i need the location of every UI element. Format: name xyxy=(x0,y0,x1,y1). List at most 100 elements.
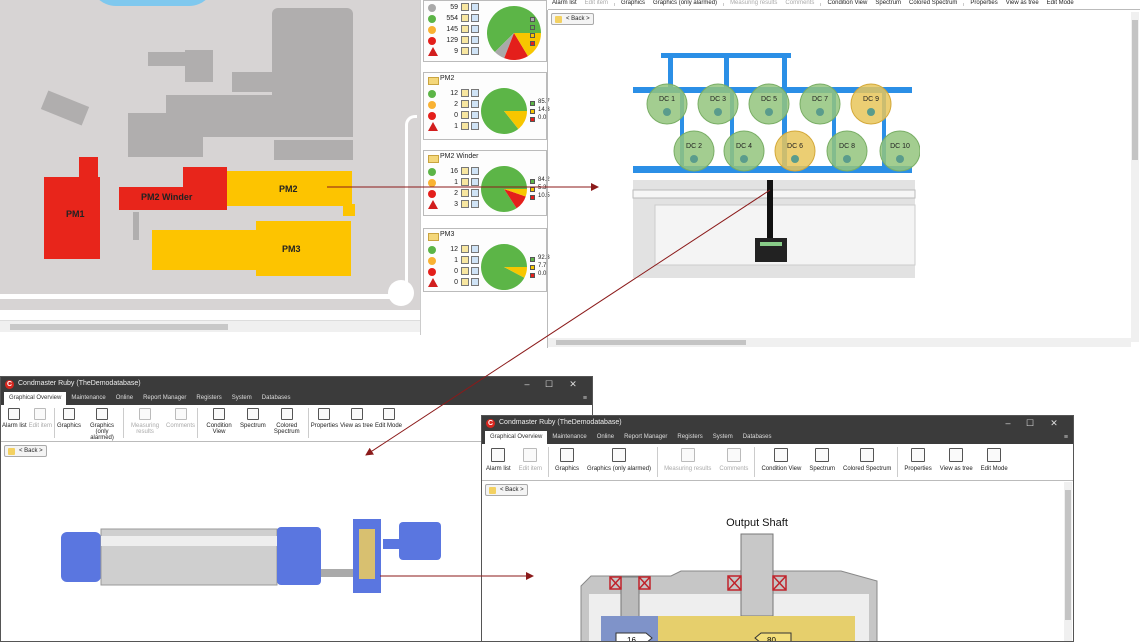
dryer-cylinder[interactable]: DC 7 xyxy=(799,83,841,125)
tab-registers[interactable]: Registers xyxy=(196,395,222,401)
trend-chart-icon[interactable] xyxy=(461,111,469,119)
ribbon-button-edit-item[interactable]: Edit item xyxy=(581,0,612,9)
dryer-cylinder[interactable]: DC 6 xyxy=(774,130,816,172)
ribbon-button-edit-mode[interactable]: Edit Mode xyxy=(374,405,403,441)
tab-system[interactable]: System xyxy=(231,395,252,401)
area-pm2[interactable]: PM2 xyxy=(227,171,352,206)
ribbon-button-alarm-list[interactable]: Alarm list xyxy=(1,405,28,441)
ribbon-button-spectrum[interactable]: Spectrum xyxy=(805,444,839,480)
map-horizontal-scrollbar[interactable] xyxy=(0,320,420,332)
ribbon-button-properties[interactable]: Properties xyxy=(966,0,1001,9)
tab-databases[interactable]: Databases xyxy=(261,395,291,401)
download-icon[interactable] xyxy=(471,167,479,175)
download-icon[interactable] xyxy=(471,122,479,130)
tab-report-manager[interactable]: Report Manager xyxy=(143,395,187,401)
trend-chart-icon[interactable] xyxy=(461,167,469,175)
ribbon-button-graphics-only-alarmed[interactable]: Graphics (only alarmed) xyxy=(649,0,721,9)
ribbon-button-condition-view[interactable]: Condition View xyxy=(757,444,805,480)
ribbon-button-properties[interactable]: Properties xyxy=(900,444,935,480)
ribbon-button-colored-spectrum[interactable]: Colored Spectrum xyxy=(267,405,307,441)
trend-chart-icon[interactable] xyxy=(461,3,469,11)
area-pm3[interactable]: PM3 xyxy=(152,230,351,270)
back-button[interactable]: < Back > xyxy=(551,13,594,25)
ribbon-button-view-as-tree[interactable]: View as tree xyxy=(936,444,977,480)
dryer-cylinder[interactable]: DC 5 xyxy=(748,83,790,125)
hamburger-menu-icon[interactable]: ≡ xyxy=(582,395,587,402)
ribbon-button-spectrum[interactable]: Spectrum xyxy=(871,0,905,9)
download-icon[interactable] xyxy=(471,36,479,44)
scroll-thumb[interactable] xyxy=(10,324,228,330)
maximize-button[interactable]: ☐ xyxy=(1025,418,1035,428)
dryer-cylinder[interactable]: DC 8 xyxy=(826,130,868,172)
trend-chart-icon[interactable] xyxy=(461,36,469,44)
minimize-button[interactable]: – xyxy=(1005,418,1011,428)
ribbon-button-graphics[interactable]: Graphics xyxy=(617,0,649,9)
close-button[interactable]: ✕ xyxy=(569,379,577,389)
ribbon-button-alarm-list[interactable]: Alarm list xyxy=(482,444,515,480)
tab-databases[interactable]: Databases xyxy=(742,434,772,440)
vertical-scrollbar[interactable] xyxy=(1064,482,1072,641)
ribbon-button-measuring-results[interactable]: Measuring results xyxy=(125,405,165,441)
ribbon-button-colored-spectrum[interactable]: Colored Spectrum xyxy=(839,444,895,480)
ribbon-button-edit-mode[interactable]: Edit Mode xyxy=(1043,0,1078,9)
download-icon[interactable] xyxy=(471,111,479,119)
ribbon-button-spectrum[interactable]: Spectrum xyxy=(239,405,267,441)
download-icon[interactable] xyxy=(471,100,479,108)
back-button[interactable]: < Back > xyxy=(4,445,47,457)
ribbon-button-edit-mode[interactable]: Edit Mode xyxy=(977,444,1012,480)
status-row-green[interactable]: 16 xyxy=(428,167,479,177)
tab-system[interactable]: System xyxy=(712,434,733,440)
hamburger-menu-icon[interactable]: ≡ xyxy=(1063,434,1068,441)
status-row-green[interactable]: 554 xyxy=(428,14,479,24)
ribbon-button-edit-item[interactable]: Edit item xyxy=(28,405,53,441)
trend-chart-icon[interactable] xyxy=(461,100,469,108)
ribbon-button-graphics[interactable]: Graphics xyxy=(56,405,82,441)
trend-chart-icon[interactable] xyxy=(461,14,469,22)
download-icon[interactable] xyxy=(471,3,479,11)
tab-report-manager[interactable]: Report Manager xyxy=(624,434,668,440)
close-button[interactable]: ✕ xyxy=(1050,418,1058,428)
download-icon[interactable] xyxy=(471,25,479,33)
dryer-cylinder[interactable]: DC 10 xyxy=(879,130,920,172)
status-row-red[interactable]: 0 xyxy=(428,111,479,121)
dryer-cylinder[interactable]: DC 4 xyxy=(723,130,765,172)
ribbon-button-comments[interactable]: Comments xyxy=(165,405,196,441)
download-icon[interactable] xyxy=(471,89,479,97)
tab-registers[interactable]: Registers xyxy=(677,434,703,440)
status-row-red[interactable]: 129 xyxy=(428,36,479,46)
ribbon-button-view-as-tree[interactable]: View as tree xyxy=(339,405,374,441)
tab-maintenance[interactable]: Maintenance xyxy=(71,395,106,401)
trend-chart-icon[interactable] xyxy=(461,122,469,130)
status-row-alarm[interactable]: 9 xyxy=(428,47,479,57)
tab-online[interactable]: Online xyxy=(115,395,134,401)
tab-graphical-overview[interactable]: Graphical Overview xyxy=(4,392,67,405)
area-pm1[interactable]: PM1 xyxy=(44,177,100,259)
dryer-cylinder[interactable]: DC 9 xyxy=(850,83,892,125)
trend-chart-icon[interactable] xyxy=(461,89,469,97)
ribbon-button-condition-view[interactable]: Condition View xyxy=(199,405,239,441)
trend-chart-icon[interactable] xyxy=(461,178,469,186)
tab-graphical-overview[interactable]: Graphical Overview xyxy=(485,431,548,444)
ribbon-button-view-as-tree[interactable]: View as tree xyxy=(1002,0,1043,9)
back-button[interactable]: < Back > xyxy=(485,484,528,496)
ribbon-button-measuring-results[interactable]: Measuring results xyxy=(726,0,781,9)
ribbon-button-graphics[interactable]: Graphics xyxy=(551,444,583,480)
ribbon-button-colored-spectrum[interactable]: Colored Spectrum xyxy=(905,0,961,9)
status-row-orange[interactable]: 145 xyxy=(428,25,479,35)
vertical-scrollbar[interactable] xyxy=(1131,12,1139,342)
dryer-cylinder[interactable]: DC 2 xyxy=(673,130,715,172)
ribbon-button-alarm-list[interactable]: Alarm list xyxy=(548,0,581,9)
ribbon-button-graphics-only-alarmed[interactable]: Graphics (only alarmed) xyxy=(583,444,655,480)
ribbon-button-properties[interactable]: Properties xyxy=(310,405,339,441)
ribbon-button-measuring-results[interactable]: Measuring results xyxy=(660,444,715,480)
download-icon[interactable] xyxy=(471,14,479,22)
dryer-cylinder[interactable]: DC 3 xyxy=(697,83,739,125)
download-icon[interactable] xyxy=(471,178,479,186)
ribbon-button-edit-item[interactable]: Edit item xyxy=(515,444,546,480)
maximize-button[interactable]: ☐ xyxy=(544,379,554,389)
